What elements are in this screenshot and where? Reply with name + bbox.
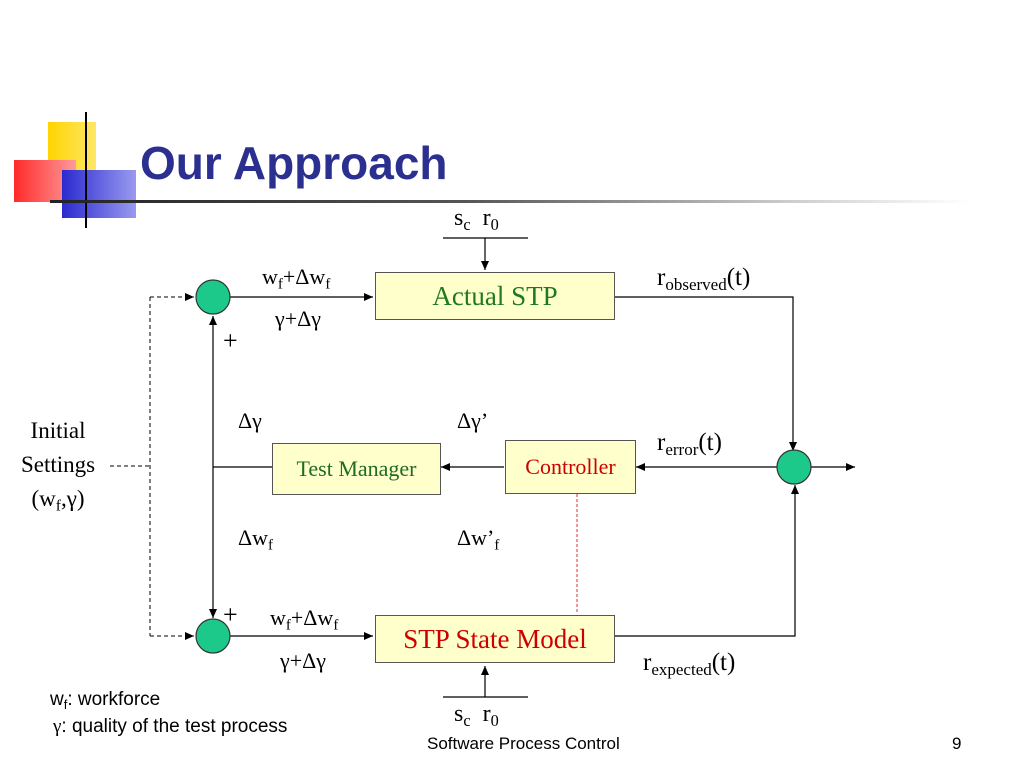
bottom-summing-junction (195, 618, 231, 654)
right-summing-junction (776, 449, 812, 485)
r-observed-label: robserved(t) (657, 264, 751, 295)
legend-workforce: wf: workforce (50, 689, 161, 712)
initial-settings-label: Initial Settings (wf,γ) (20, 418, 96, 515)
plus-sign-top: + (223, 326, 238, 355)
r-expected-label: rexpected(t) (643, 649, 736, 680)
r-error-label: rerror(t) (657, 429, 722, 460)
bottom-input-label: sc r0 (454, 701, 499, 730)
logo-decoration (0, 0, 140, 230)
test-manager-label: Test Manager (296, 456, 417, 481)
footer-title: Software Process Control (427, 734, 620, 753)
title-underline (50, 200, 970, 203)
actual-stp-label: Actual STP (432, 280, 558, 311)
delta-wf-prime-label: Δw’f (457, 525, 500, 554)
legend-quality: γ: quality of the test process (53, 716, 288, 737)
delta-gamma-label: Δγ (238, 408, 262, 433)
observed-path (614, 296, 797, 451)
delta-wf-label: Δwf (238, 525, 274, 554)
gamma-delta-bottom-label: γ+Δγ (280, 648, 326, 673)
page-title: Our Approach (140, 137, 448, 189)
delta-gamma-prime-label: Δγ’ (457, 408, 489, 433)
test-manager-box: Test Manager (272, 443, 441, 495)
logo-squares-graphic (14, 112, 136, 228)
wf-delta-top-label: wf+Δwf (262, 264, 331, 293)
stp-state-model-label: STP State Model (403, 623, 587, 654)
expected-path (614, 485, 799, 637)
controller-box: Controller (505, 440, 636, 494)
wf-delta-bottom-label: wf+Δwf (270, 605, 339, 634)
page-number: 9 (952, 734, 962, 753)
top-summing-junction (195, 279, 231, 315)
stp-state-model-box: STP State Model (375, 615, 615, 663)
controller-label: Controller (525, 454, 616, 479)
actual-stp-box: Actual STP (375, 272, 615, 320)
top-input-label: sc r0 (454, 205, 499, 234)
gamma-delta-top-label: γ+Δγ (275, 306, 321, 331)
plus-sign-bottom: + (223, 600, 238, 629)
